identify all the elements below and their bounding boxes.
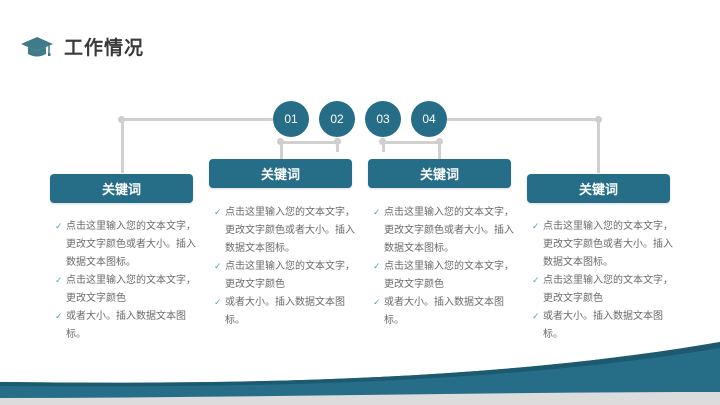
check-icon: ✓ <box>373 262 381 272</box>
graduation-cap-icon <box>21 36 53 56</box>
page-title: 工作情况 <box>64 37 145 59</box>
check-icon: ✓ <box>55 276 63 286</box>
check-icon: ✓ <box>55 312 63 322</box>
keyword-box-4: 关键词 <box>527 174 670 203</box>
column-1-list: ✓点击这里输入您的文本文字，更改文字颜色或者大小。插入数据文本图标。 ✓点击这里… <box>55 218 205 344</box>
keyword-label: 关键词 <box>101 183 141 198</box>
list-item: ✓点击这里输入您的文本文字，更改文字颜色 <box>214 258 364 294</box>
list-item: ✓点击这里输入您的文本文字，更改文字颜色或者大小。插入数据文本图标。 <box>373 204 523 258</box>
column-3-list: ✓点击这里输入您的文本文字，更改文字颜色或者大小。插入数据文本图标。 ✓点击这里… <box>373 204 523 330</box>
step-number: 03 <box>376 112 390 126</box>
page-header: 工作情况 <box>20 33 144 60</box>
keyword-label: 关键词 <box>260 168 300 183</box>
check-icon: ✓ <box>373 208 381 218</box>
check-icon: ✓ <box>214 262 222 272</box>
list-item: ✓点击这里输入您的文本文字，更改文字颜色 <box>373 258 523 294</box>
list-item: ✓点击这里输入您的文本文字，更改文字颜色或者大小。插入数据文本图标。 <box>55 218 205 272</box>
check-icon: ✓ <box>532 222 540 232</box>
list-item: ✓点击这里输入您的文本文字，更改文字颜色或者大小。插入数据文本图标。 <box>214 204 364 258</box>
keyword-box-1: 关键词 <box>50 174 193 203</box>
column-2-list: ✓点击这里输入您的文本文字，更改文字颜色或者大小。插入数据文本图标。 ✓点击这里… <box>214 204 364 330</box>
step-circle-01: 01 <box>273 101 309 137</box>
keyword-label: 关键词 <box>578 183 618 198</box>
check-icon: ✓ <box>55 222 63 232</box>
keyword-box-2: 关键词 <box>209 159 352 188</box>
list-item: ✓点击这里输入您的文本文字，更改文字颜色或者大小。插入数据文本图标。 <box>532 218 682 272</box>
check-icon: ✓ <box>214 208 222 218</box>
step-circle-04: 04 <box>411 101 447 137</box>
footer-wave <box>0 342 720 405</box>
check-icon: ✓ <box>373 298 381 308</box>
list-item: ✓点击这里输入您的文本文字，更改文字颜色 <box>532 272 682 308</box>
keyword-label: 关键词 <box>419 168 459 183</box>
step-number: 02 <box>330 112 344 126</box>
check-icon: ✓ <box>532 312 540 322</box>
column-4-list: ✓点击这里输入您的文本文字，更改文字颜色或者大小。插入数据文本图标。 ✓点击这里… <box>532 218 682 344</box>
check-icon: ✓ <box>532 276 540 286</box>
list-item: ✓或者大小。插入数据文本图标。 <box>373 294 523 330</box>
step-number: 04 <box>422 112 436 126</box>
check-icon: ✓ <box>214 298 222 308</box>
step-number: 01 <box>284 112 298 126</box>
list-item: ✓点击这里输入您的文本文字，更改文字颜色 <box>55 272 205 308</box>
keyword-box-3: 关键词 <box>368 159 511 188</box>
list-item: ✓或者大小。插入数据文本图标。 <box>532 308 682 344</box>
list-item: ✓或者大小。插入数据文本图标。 <box>214 294 364 330</box>
step-circle-02: 02 <box>319 101 355 137</box>
step-circle-03: 03 <box>365 101 401 137</box>
list-item: ✓或者大小。插入数据文本图标。 <box>55 308 205 344</box>
